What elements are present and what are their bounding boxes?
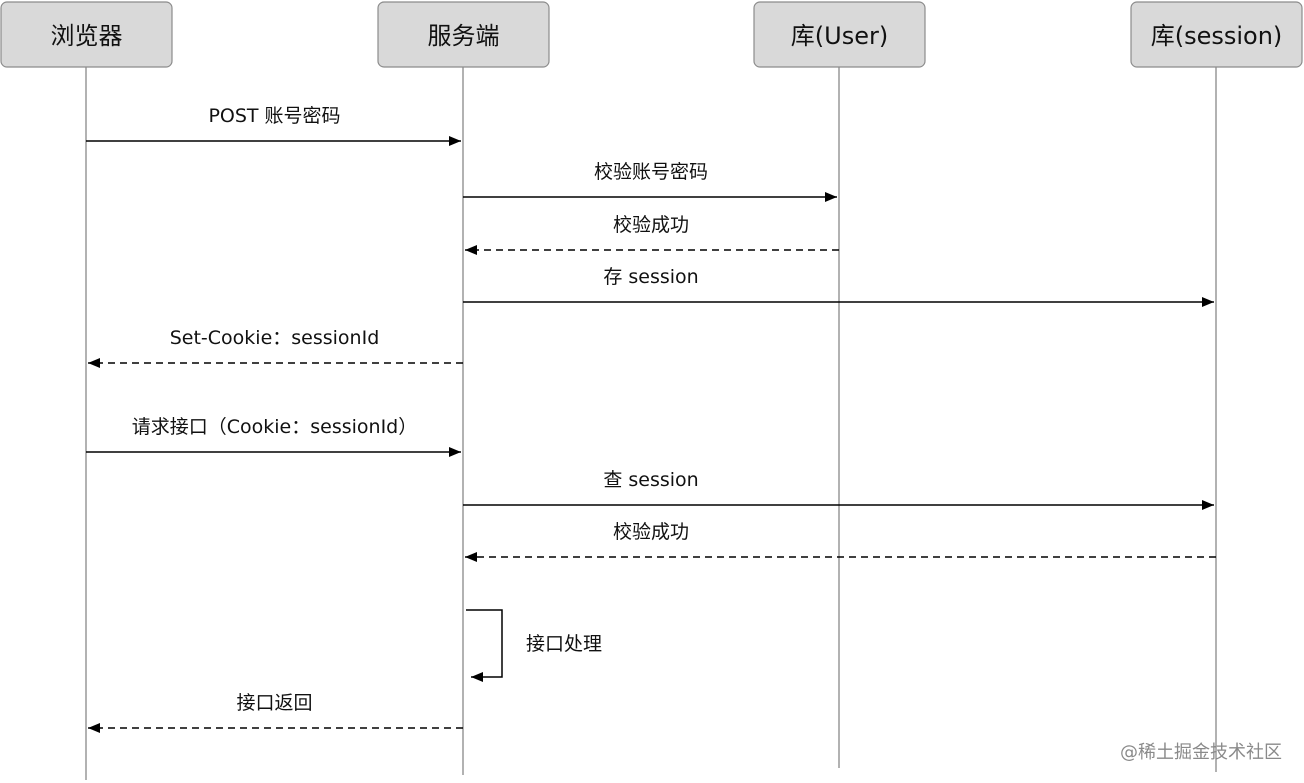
participant-box-server (377, 1, 550, 68)
message-label: 校验成功 (613, 521, 689, 543)
message-label: Set-Cookie：sessionId (170, 327, 380, 349)
message-label: 查 session (603, 469, 698, 491)
message-label: 存 session (603, 266, 698, 288)
participant-label-server: 服务端 (428, 22, 500, 50)
participant-label-db_user: 库(User) (791, 22, 888, 50)
watermark: @稀土掘金技术社区 (1120, 742, 1282, 763)
message-label: POST 账号密码 (208, 105, 340, 127)
participant-box-browser (0, 1, 173, 68)
message-label: 接口返回 (236, 692, 312, 714)
message-label: 校验成功 (613, 214, 689, 236)
message-label: 请求接口（Cookie：sessionId） (132, 416, 417, 438)
message-self-arrow (466, 609, 503, 682)
participant-box-db_session (1130, 1, 1303, 68)
participant-label-db_session: 库(session) (1151, 22, 1283, 50)
participant-box-db_user (753, 1, 926, 68)
message-label: 校验账号密码 (594, 161, 708, 183)
participant-label-browser: 浏览器 (51, 22, 123, 50)
message-label: 接口处理 (526, 633, 602, 655)
